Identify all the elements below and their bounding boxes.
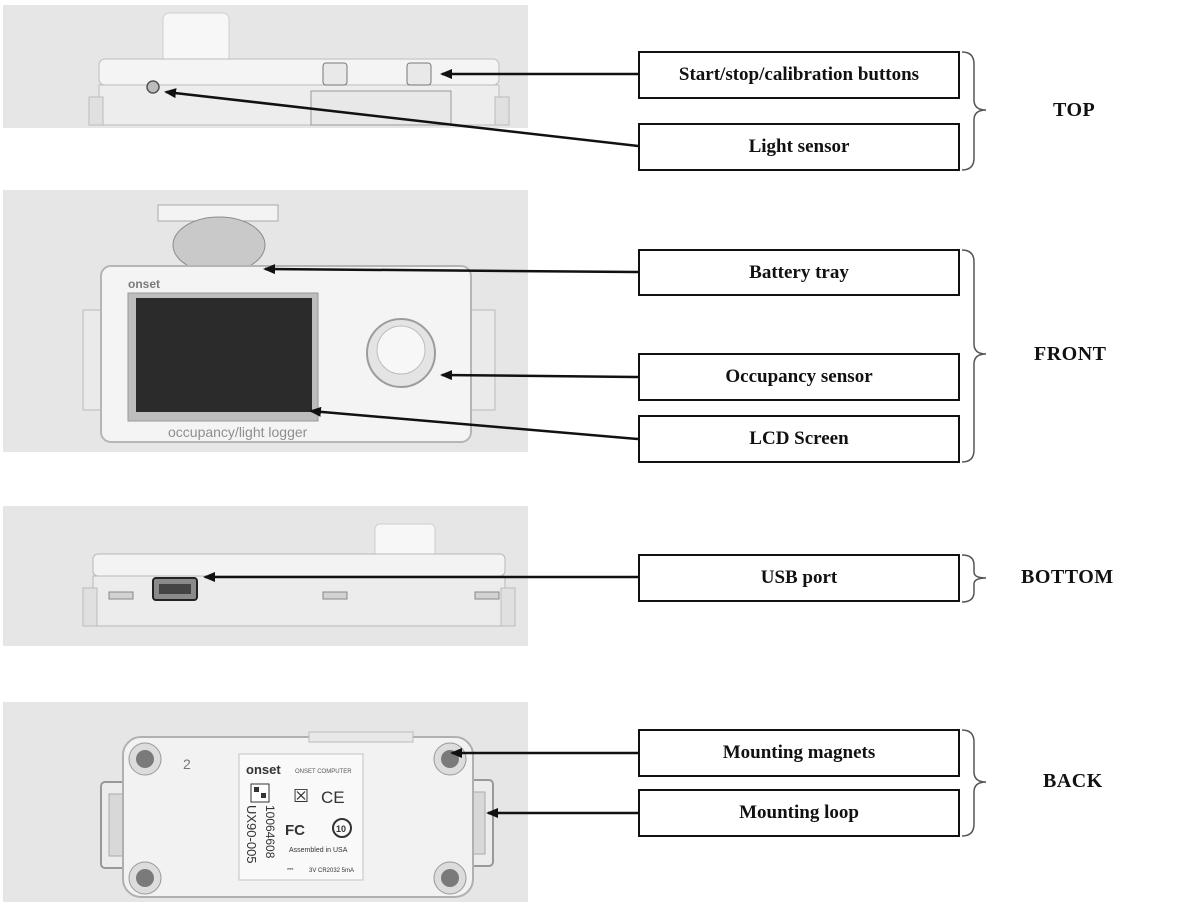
label-occupancy-sensor: Occupancy sensor: [638, 353, 960, 401]
vent-slot-right: [474, 591, 500, 600]
arrow-occupancy-sensor: [440, 370, 639, 381]
label-battery-tray: Battery tray: [638, 249, 960, 296]
back-number-label: 2: [183, 756, 191, 772]
vent-slot-center: [322, 591, 348, 600]
label-lcd-screen: LCD Screen: [638, 415, 960, 463]
back-battery-label: 3V CR2032 5mA: [309, 868, 354, 874]
back-brand-label: onset: [246, 762, 281, 777]
label-buttons: Start/stop/calibration buttons: [638, 51, 960, 99]
weee-bin-icon: ☒: [293, 786, 309, 806]
calibration-button: [406, 62, 432, 86]
back-fc-label: FC: [285, 822, 305, 839]
button-housing: [310, 90, 452, 126]
bracket-bottom: [961, 554, 987, 603]
bottom-right-tab: [500, 587, 516, 627]
bracket-back: [961, 729, 987, 837]
label-mounting-magnets: Mounting magnets: [638, 729, 960, 777]
occupancy-sensor-lens-icon: [376, 325, 426, 375]
bracket-front: [961, 249, 987, 463]
arrow-light-sensor: [164, 88, 639, 148]
back-assembled-label: Assembled in USA: [289, 847, 348, 854]
light-sensor-window: [146, 80, 160, 94]
front-caption-label: occupancy/light logger: [168, 424, 308, 440]
arrow-lcd-screen: [309, 406, 639, 441]
product-label: [238, 753, 364, 881]
back-ce-label: CE: [321, 788, 345, 807]
back-top-notch: [308, 731, 414, 743]
section-bottom-title: BOTTOM: [1021, 566, 1114, 588]
top-view-photo: [3, 5, 528, 128]
section-top-title: TOP: [1053, 99, 1096, 121]
back-serial-label: 10064608: [263, 805, 277, 859]
label-mounting-loop: Mounting loop: [638, 789, 960, 837]
front-view-device: onset occupancy/light logger: [82, 204, 496, 443]
usb-port-pins: [159, 584, 191, 594]
right-tab: [494, 96, 510, 126]
start-stop-button: [322, 62, 348, 86]
front-view-photo: onset occupancy/light logger: [3, 190, 528, 452]
left-tab: [88, 96, 104, 126]
mounting-magnet-top-left-icon: [136, 750, 154, 768]
arrow-battery-tray: [263, 264, 639, 275]
battery-polarity-icon: ⎓: [287, 864, 294, 873]
bottom-left-tab: [82, 587, 98, 627]
back-company-label: ONSET COMPUTER: [295, 769, 352, 775]
bottom-view-device: [82, 523, 516, 627]
back-view-device: 2 onset ONSET COMPUTER ☒ CE FC 10 Assemb…: [100, 731, 494, 898]
bracket-top: [961, 51, 987, 171]
label-light-sensor: Light sensor: [638, 123, 960, 171]
back-model-label: UX90-005: [244, 805, 259, 864]
rohs-circle-icon: [332, 818, 352, 838]
label-usb-port: USB port: [638, 554, 960, 602]
mounting-magnet-bottom-left-icon: [136, 869, 154, 887]
back-view-photo: 2 onset ONSET COMPUTER ☒ CE FC 10 Assemb…: [3, 702, 528, 902]
vent-slot-left: [108, 591, 134, 600]
section-back-title: BACK: [1043, 770, 1103, 792]
mounting-magnet-bottom-right-icon: [441, 869, 459, 887]
section-front-title: FRONT: [1034, 343, 1107, 365]
top-view-device: [88, 12, 510, 126]
front-brand-label: onset: [128, 277, 160, 291]
back-rohs-label: 10: [336, 824, 346, 834]
lcd-screen-display: [136, 298, 312, 412]
